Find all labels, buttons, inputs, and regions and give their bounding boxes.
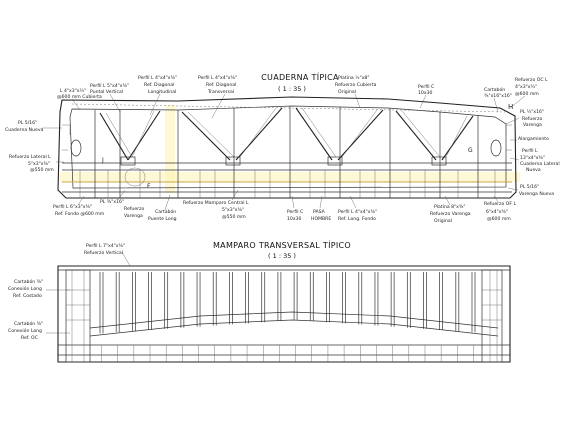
label: PL 5/16" [18,120,37,126]
label: Cuaderna Nueva [5,127,44,133]
label: Puente Long [148,216,177,222]
label: PASA [313,209,326,215]
label: Alargamiento [518,136,549,142]
label: Puntal Vertical [90,89,123,95]
label: 6"x4"x⅜" [486,209,508,215]
frame-drawing [57,96,520,199]
bulkhead-labels: Perfil L 7"x4"x⅜" Refuerzo Vertical Cart… [8,243,125,341]
label: 4"x3"x¼" [515,84,537,90]
bulkhead-drawing [57,265,511,363]
label: Refuerzo [522,116,542,122]
label: Nueva [526,167,541,173]
label: Ref. Fondo @600 mm [55,211,105,217]
label: Perfil L 4"x4"x⅜" [198,75,237,81]
label: Refuerzo Lateral L [9,154,51,160]
label: Perfil C [287,209,303,215]
label: Perfil L 5"x4"x⅜" [90,83,129,89]
label: PL 5/16" [520,184,539,190]
label: 10x30 [418,90,432,96]
label: Refuerzo [124,206,144,212]
label: Conexión Long [8,327,42,334]
label: Original [338,89,356,95]
label: Original [434,218,452,224]
label: Perfil L 4"x4"x⅜" [138,75,177,81]
frame-top-labels: L 4"x3"x¼" @600 mm Cubierta Perfil L 5"x… [57,74,548,100]
label: Refuerzo OF L [484,201,516,207]
marker-g: G [468,147,473,154]
label: 5"x3"x⅜" [28,161,50,167]
frame-right-labels: PL ¼"x16" Refuerzo Varenga Alargamiento … [518,109,560,197]
label: @600 mm [515,91,539,97]
label: Conexión Long [8,285,42,292]
label: 13"x4"x⅜" [520,155,545,161]
frame-scale: ( 1 : 35 ) [278,85,306,93]
label: Perfil L 7"x4"x⅜" [86,243,125,249]
label: Cartabón [484,86,505,93]
marker-j: J [101,157,104,164]
label: 10x30 [287,216,301,222]
label: Ref. Long. Fondo [338,216,376,222]
label: Cartabón ⅜" [14,278,43,285]
label: Ref. Diagonal [206,82,236,88]
label: Refuerzo Mamparo Central L [183,200,249,206]
bulkhead-scale: ( 1 : 35 ) [268,252,296,260]
label: ⅜"x16"x16" [484,93,512,99]
label: L 4"x3"x¼" [60,88,86,94]
label: Varenga [124,213,143,219]
label: Longitudinal [148,89,176,95]
label: Cuaderna Lateral [520,161,560,167]
label: Cartabón ⅜" [14,320,43,327]
label: Cartabón [155,208,176,215]
label: Perfil C [418,84,434,90]
frame-left-labels: PL 5/16" Cuaderna Nueva Refuerzo Lateral… [5,120,54,173]
label: Refuerzo Varenga [430,211,471,217]
bulkhead-title: MAMPARO TRANSVERSAL TÍPICO [213,239,351,250]
label: @550 mm [222,214,246,220]
label: PL ¼"x16" [520,109,544,115]
label: Refuerzo Cubierta [335,82,377,88]
label: @550 mm [30,167,54,173]
label: Ref. Costado [13,293,42,299]
label: HOMBRE [311,216,331,222]
label: @600 mm [487,216,511,222]
label: Perfil L 6"x3"x⅜" [53,204,92,210]
label: Ref. OC [21,335,38,341]
label: Perfil L 4"x4"x⅜" [338,209,377,215]
label: @600 mm Cubierta [57,94,102,100]
label: Varenga [523,122,542,128]
label: PL ⅜"x16" [100,199,124,205]
label: Refuerzo OC L [515,77,548,83]
label: Ref. Diagonal [144,82,174,88]
marker-h: H [508,103,513,111]
frame-title: CUADERNA TÍPICA [261,71,339,82]
label: Perfil L [522,148,538,154]
label: 5"x3"x⅜" [222,207,244,213]
label: Transversal [207,89,234,95]
label: Refuerzo Vertical [84,250,123,256]
label: Varenga Nueva [519,191,554,197]
label: Platina ½"x8" [338,74,369,81]
marker-f: F [147,183,151,190]
frame-bottom-labels: Perfil L 6"x3"x⅜" Ref. Fondo @600 mm PL … [53,199,516,224]
label: Platina 8"x⅜" [434,204,465,210]
